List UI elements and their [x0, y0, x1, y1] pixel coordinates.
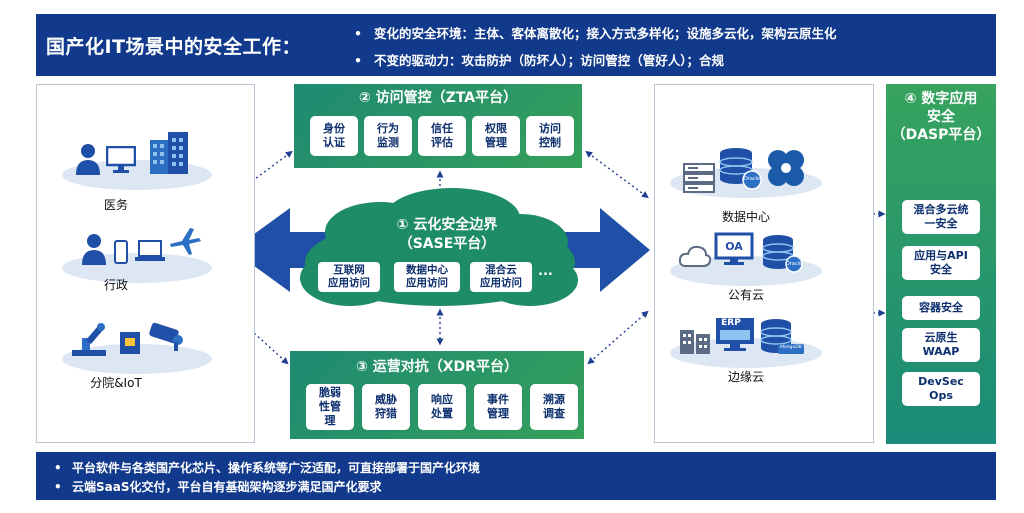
mongodb-icon [760, 319, 804, 354]
branch-iot-label: 分院&IoT [90, 376, 142, 390]
xdr-title: ③ 运营对抗（XDR平台） [356, 359, 518, 375]
link-left-xdr [229, 310, 289, 365]
cloud-outline-icon [678, 245, 712, 267]
datacenter-label: 数据中心 [721, 210, 770, 224]
dasp-tile-app-api-security: 应用与API 安全 [902, 246, 980, 280]
xdr-tile-event-mgmt: 事件 管理 [474, 384, 522, 430]
dasp-platform-box: ④ 数字应用 安全 （DASP平台） 混合多云统 一安全 应用与API 安全 容… [886, 84, 996, 444]
monitor-icon [106, 146, 136, 173]
zta-tile-behavior-monitor: 行为 监测 [364, 116, 412, 156]
admin-user-icon [82, 234, 106, 265]
zta-title: ② 访问管控（ZTA平台） [358, 90, 518, 106]
xdr-tile-forensics: 溯源 调查 [530, 384, 578, 430]
xdr-tile-response: 响应 处置 [418, 384, 466, 430]
oa-app-icon [714, 232, 754, 265]
sase-more-ellipsis: ... [538, 264, 553, 279]
banner-bullet-1: •变化的安全环境：主体、客体离散化；接入方式多样化；设施多云化，架构云原生化 [354, 26, 837, 41]
dasp-tile-devsecops: DevSec Ops [902, 372, 980, 406]
link-xdr-right [587, 310, 649, 365]
laptop-icon [135, 240, 165, 261]
edge-building-icon [680, 330, 710, 354]
medical-label: 医务 [103, 198, 128, 212]
hospital-building-icon [150, 132, 188, 174]
bottom-banner: •平台软件与各类国产化芯片、操作系统等广泛适配，可直接部署于国产化环境 •云端S… [36, 452, 996, 500]
sase-title: ① 云化安全边界 （SASE平台） [396, 217, 498, 252]
footer-bullet-1: •平台软件与各类国产化芯片、操作系统等广泛适配，可直接部署于国产化环境 [54, 461, 481, 475]
sase-tile-hybrid-cloud-access: 混合云 应用访问 [470, 262, 532, 292]
oracle-db-label: Oracle [743, 176, 761, 182]
sase-tile-datacenter-access: 数据中心 应用访问 [394, 262, 460, 292]
zta-tile-trust-eval: 信任 评估 [418, 116, 466, 156]
camera-icon [149, 322, 183, 351]
dasp-tile-hybrid-multicloud: 混合多云统 一安全 [902, 200, 980, 234]
server-rack-icon [683, 163, 715, 193]
xdr-tile-threat-hunting: 威胁 狩猎 [362, 384, 410, 430]
oa-app-label: OA [725, 240, 743, 253]
sase-tile-internet-access: 互联网 应用访问 [318, 262, 380, 292]
xdr-tile-vuln-mgmt: 脆弱 性管 理 [306, 384, 354, 430]
dasp-tile-container-security: 容器安全 [902, 296, 980, 320]
device-box-icon [120, 332, 140, 354]
dasp-tile-cloud-native-waap: 云原生 WAAP [902, 328, 980, 362]
banner-bullet-2: •不变的驱动力：攻击防护（防坏人）；访问管控（管好人）；合规 [354, 53, 725, 68]
banner-bullets: •变化的安全环境：主体、客体离散化；接入方式多样化；设施多云化，架构云原生化 •… [354, 20, 837, 74]
link-left-zta [229, 150, 293, 199]
footer-bullet-2: •云端SaaS化交付，平台自有基础架构逐步满足国产化要求 [54, 480, 382, 494]
link-zta-right [585, 150, 649, 199]
top-banner: 国产化IT场景中的安全工作： •变化的安全环境：主体、客体离散化；接入方式多样化… [36, 14, 996, 76]
dasp-title: ④ 数字应用 安全 （DASP平台） [891, 91, 991, 143]
zta-tile-identity-auth: 身份 认证 [310, 116, 358, 156]
zta-tile-permission-mgmt: 权限 管理 [472, 116, 520, 156]
doctor-user-icon [76, 144, 100, 175]
oracle-db-icon [719, 148, 762, 190]
phone-icon [114, 240, 128, 264]
robot-arm-icon [72, 323, 106, 356]
zta-tile-access-control: 访问 控制 [526, 116, 574, 156]
banner-title: 国产化IT场景中的安全工作： [46, 36, 302, 58]
oracle-db-icon-2 [762, 235, 803, 273]
erp-app-label: ERP [721, 318, 741, 328]
oracle-db-label-2: Oracle [785, 261, 803, 267]
mongodb-label: MongoDB [780, 345, 802, 350]
edge-cloud-label: 边缘云 [727, 370, 764, 384]
erp-app-icon [716, 318, 754, 351]
public-cloud-label: 公有云 [727, 288, 764, 302]
admin-label: 行政 [103, 278, 128, 292]
airplane-icon [170, 228, 201, 255]
cluster-nodes-icon [768, 150, 804, 186]
